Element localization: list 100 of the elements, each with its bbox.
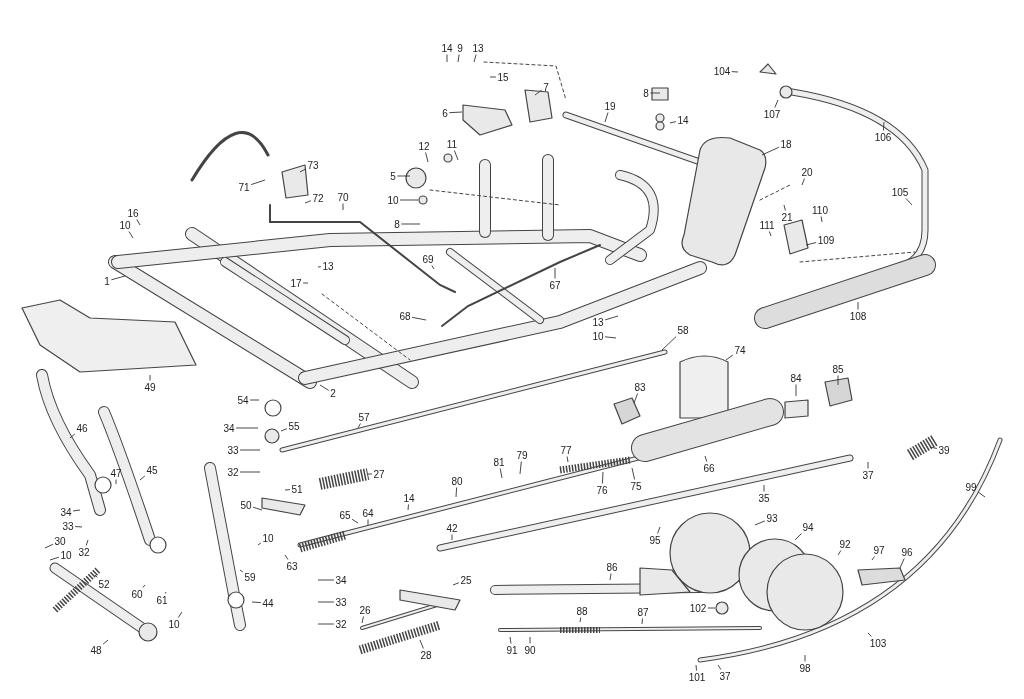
callout-number: 65	[339, 509, 351, 521]
callout-number: 59	[244, 571, 256, 583]
leader-line	[453, 150, 459, 161]
leader-line	[452, 582, 460, 586]
leader-line	[754, 520, 766, 526]
callout-number: 17	[290, 277, 302, 289]
callout-number: 13	[592, 316, 604, 328]
leader-line	[451, 534, 453, 541]
leader-line	[367, 519, 369, 526]
callout-number: 30	[54, 535, 66, 547]
leader-line	[407, 504, 409, 511]
callout-number: 34	[223, 422, 235, 434]
callout-number: 13	[472, 42, 484, 54]
callout-number: 103	[869, 637, 887, 649]
callout-number: 72	[312, 192, 324, 204]
leader-line	[801, 178, 805, 186]
leader-line	[142, 584, 146, 588]
callout-number: 39	[938, 444, 950, 456]
leader-line	[257, 542, 262, 546]
callout-number: 37	[862, 469, 874, 481]
callout-number: 14	[677, 114, 689, 126]
leader-line	[641, 618, 643, 625]
leader-line	[136, 219, 141, 226]
callout-number: 34	[60, 506, 72, 518]
leader-line	[929, 446, 938, 449]
callout-number: 7	[543, 81, 549, 93]
callout-number: 37	[719, 670, 731, 682]
leader-line	[763, 484, 765, 492]
leader-line	[977, 491, 986, 498]
leader-line	[566, 456, 569, 463]
callout-number: 2	[330, 387, 336, 399]
callout-number: 1	[104, 275, 110, 287]
callout-number: 10	[119, 219, 131, 231]
leader-line	[695, 664, 697, 671]
leader-line	[899, 558, 905, 569]
leader-line	[805, 242, 817, 246]
leader-line	[529, 636, 531, 644]
callout-number: 110	[812, 204, 828, 216]
callout-number: 55	[288, 420, 300, 432]
callout-number: 6	[442, 107, 448, 119]
callout-number: 54	[237, 394, 249, 406]
callout-number: 71	[238, 181, 250, 193]
callout-number: 19	[604, 100, 616, 112]
callout-number: 85	[832, 363, 844, 375]
leader-line	[74, 526, 83, 528]
callout-number: 10	[387, 194, 399, 206]
callout-number: 75	[630, 480, 642, 492]
callout-number: 33	[62, 520, 74, 532]
leader-line	[631, 467, 636, 480]
leader-line	[69, 433, 76, 439]
callout-number: 20	[801, 166, 813, 178]
callout-number: 27	[373, 468, 385, 480]
callout-number: 45	[146, 464, 158, 476]
callout-number: 14	[441, 42, 453, 54]
callout-number: 10	[168, 618, 180, 630]
callout-number: 16	[127, 207, 139, 219]
leader-line	[604, 112, 609, 123]
leader-line	[177, 611, 183, 618]
leader-line	[249, 399, 260, 401]
leader-line	[661, 336, 677, 351]
callout-number: 35	[758, 492, 770, 504]
callout-number: 44	[262, 597, 274, 609]
callout-number: 83	[634, 381, 646, 393]
leader-line	[431, 265, 435, 270]
callout-number: 87	[637, 606, 649, 618]
callout-number: 107	[763, 108, 781, 120]
callout-number: 52	[98, 578, 110, 590]
leader-line	[411, 316, 427, 321]
callout-number: 101	[688, 671, 706, 683]
leader-line	[317, 601, 335, 603]
leader-line	[457, 54, 460, 63]
callout-number: 21	[781, 211, 793, 223]
leader-line	[361, 616, 364, 624]
leader-line	[425, 152, 429, 163]
callout-number: 73	[307, 159, 319, 171]
leader-line	[448, 111, 463, 114]
leader-line	[284, 554, 289, 560]
callout-number: 46	[76, 422, 88, 434]
callout-number: 10	[592, 330, 604, 342]
callout-number: 32	[78, 546, 90, 558]
leader-line	[351, 518, 359, 524]
leader-line	[761, 146, 780, 156]
callout-number: 18	[780, 138, 792, 150]
leader-line	[604, 315, 619, 321]
callout-number: 66	[703, 462, 715, 474]
callout-number: 13	[322, 260, 334, 272]
leader-line	[239, 569, 244, 573]
callout-number: 32	[227, 466, 239, 478]
leader-line	[473, 54, 477, 63]
callout-number: 50	[240, 499, 252, 511]
leader-line	[317, 579, 335, 581]
callout-number: 11	[446, 138, 458, 150]
leader-line	[239, 471, 261, 473]
callout-number: 105	[891, 186, 909, 198]
callout-number: 28	[420, 649, 432, 661]
callout-number: 93	[766, 512, 778, 524]
leader-line	[731, 71, 739, 73]
leader-line	[94, 574, 98, 578]
leader-line	[783, 204, 786, 211]
leader-line	[768, 231, 772, 237]
